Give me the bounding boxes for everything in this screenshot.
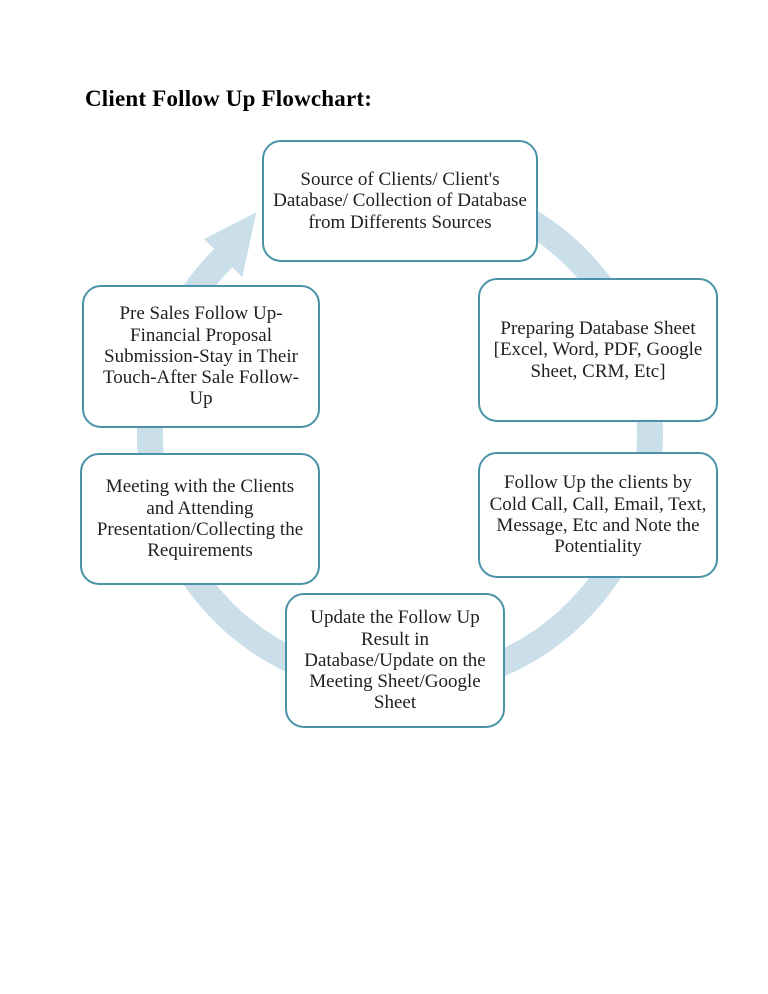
flow-step-meeting-clients: Meeting with the Clients and Attending P… [80,453,320,585]
flow-step-text: Follow Up the clients by Cold Call, Call… [489,472,707,558]
flow-step-update-result: Update the Follow Up Result in Database/… [285,593,505,728]
flow-step-pre-sales-follow-up: Pre Sales Follow Up-Financial Proposal S… [82,285,320,428]
flow-step-text: Source of Clients/ Client's Database/ Co… [273,169,527,233]
flow-step-follow-up-clients: Follow Up the clients by Cold Call, Call… [478,452,718,578]
flow-step-text: Update the Follow Up Result in Database/… [304,607,486,714]
cycle-arrow-head-icon [204,212,257,278]
flow-step-source-of-clients: Source of Clients/ Client's Database/ Co… [262,140,538,262]
flow-step-preparing-database: Preparing Database Sheet [Excel, Word, P… [478,278,718,422]
flow-step-text: Pre Sales Follow Up-Financial Proposal S… [102,303,299,410]
flow-step-text: Meeting with the Clients and Attending P… [96,476,304,562]
flow-step-text: Preparing Database Sheet [Excel, Word, P… [493,318,703,382]
page-title: Client Follow Up Flowchart: [85,86,373,111]
